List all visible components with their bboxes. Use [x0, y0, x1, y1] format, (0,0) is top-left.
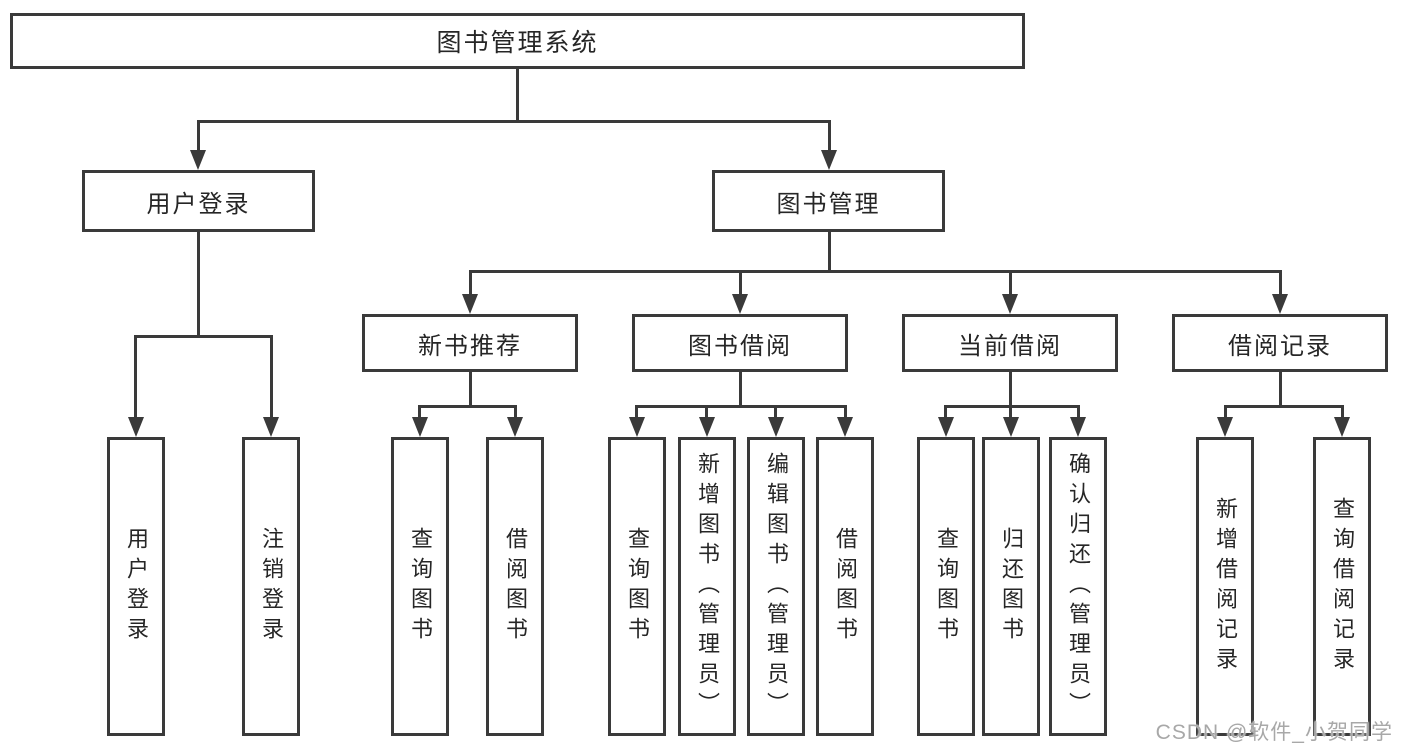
arrowhead-borrow-leaf4-icon: [837, 417, 853, 437]
node-current-borrow: 当前借阅: [902, 314, 1118, 372]
connector-login-stem: [197, 232, 200, 338]
arrowhead-login-leaf2-icon: [263, 417, 279, 437]
connector-drop-book-mgmt: [828, 120, 831, 154]
connector-drop-recommend-leaf1: [418, 405, 421, 419]
arrowhead-recommend-leaf1-icon: [412, 417, 428, 437]
arrowhead-records-leaf1-icon: [1217, 417, 1233, 437]
connector-drop-borrow-leaf1: [635, 405, 638, 419]
node-book-management: 图书管理: [712, 170, 945, 232]
arrowhead-borrow-leaf2-icon: [699, 417, 715, 437]
node-leaf-add-record: 新增借阅记录: [1196, 437, 1254, 736]
arrowhead-records-icon: [1272, 294, 1288, 314]
node-leaf-return-book: 归还图书: [982, 437, 1040, 736]
connector-drop-records-leaf2: [1341, 405, 1344, 419]
connector-mgmt-stem: [828, 232, 831, 272]
connector-drop-records: [1279, 270, 1282, 297]
connector-borrow-bus: [635, 405, 847, 408]
connector-drop-recommend-leaf2: [514, 405, 517, 419]
node-leaf-query-book-3: 查询图书: [917, 437, 975, 736]
connector-drop-borrow-leaf2: [705, 405, 708, 419]
arrowhead-borrow-leaf1-icon: [629, 417, 645, 437]
connector-records-stem: [1279, 372, 1282, 407]
node-new-book-recommend: 新书推荐: [362, 314, 578, 372]
arrowhead-current-icon: [1002, 294, 1018, 314]
connector-recommend-bus: [418, 405, 517, 408]
node-leaf-query-book-1: 查询图书: [391, 437, 449, 736]
arrowhead-current-leaf3-icon: [1070, 417, 1086, 437]
connector-root-stem: [516, 69, 519, 122]
connector-current-stem: [1009, 372, 1012, 407]
arrowhead-book-mgmt-icon: [821, 150, 837, 170]
connector-drop-login-leaf1: [134, 335, 137, 419]
arrowhead-login-leaf1-icon: [128, 417, 144, 437]
connector-current-bus: [944, 405, 1080, 408]
arrowhead-current-leaf2-icon: [1003, 417, 1019, 437]
connector-drop-current-leaf3: [1077, 405, 1080, 419]
connector-drop-borrow-leaf3: [774, 405, 777, 419]
node-root: 图书管理系统: [10, 13, 1025, 69]
node-leaf-borrow-book-2: 借阅图书: [816, 437, 874, 736]
node-leaf-query-record: 查询借阅记录: [1313, 437, 1371, 736]
connector-login-bus: [134, 335, 273, 338]
arrowhead-recommend-icon: [462, 294, 478, 314]
node-leaf-confirm-return: 确认归还（管理员）: [1049, 437, 1107, 736]
connector-drop-recommend: [469, 270, 472, 297]
arrowhead-records-leaf2-icon: [1334, 417, 1350, 437]
csdn-watermark: CSDN @软件_小贺同学: [1155, 721, 1393, 744]
connector-drop-user-login: [197, 120, 200, 154]
arrowhead-user-login-icon: [190, 150, 206, 170]
node-borrow-records: 借阅记录: [1172, 314, 1388, 372]
node-leaf-borrow-book-1: 借阅图书: [486, 437, 544, 736]
connector-drop-records-leaf1: [1224, 405, 1227, 419]
connector-drop-current-leaf1: [944, 405, 947, 419]
connector-level3-bus: [469, 270, 1282, 273]
connector-level2-bus: [197, 120, 831, 123]
connector-drop-current: [1009, 270, 1012, 297]
node-user-login: 用户登录: [82, 170, 315, 232]
node-leaf-query-book-2: 查询图书: [608, 437, 666, 736]
node-book-borrow: 图书借阅: [632, 314, 848, 372]
node-leaf-add-book-admin: 新增图书（管理员）: [678, 437, 736, 736]
connector-drop-current-leaf2: [1009, 405, 1012, 419]
arrowhead-borrow-leaf3-icon: [768, 417, 784, 437]
connector-drop-borrow: [739, 270, 742, 297]
node-leaf-logout: 注销登录: [242, 437, 300, 736]
connector-borrow-stem: [739, 372, 742, 407]
connector-drop-login-leaf2: [270, 335, 273, 419]
arrowhead-borrow-icon: [732, 294, 748, 314]
node-leaf-user-login: 用户登录: [107, 437, 165, 736]
connector-drop-borrow-leaf4: [844, 405, 847, 419]
node-leaf-edit-book-admin: 编辑图书（管理员）: [747, 437, 805, 736]
arrowhead-recommend-leaf2-icon: [507, 417, 523, 437]
arrowhead-current-leaf1-icon: [938, 417, 954, 437]
connector-records-bus: [1224, 405, 1344, 408]
connector-recommend-stem: [469, 372, 472, 407]
